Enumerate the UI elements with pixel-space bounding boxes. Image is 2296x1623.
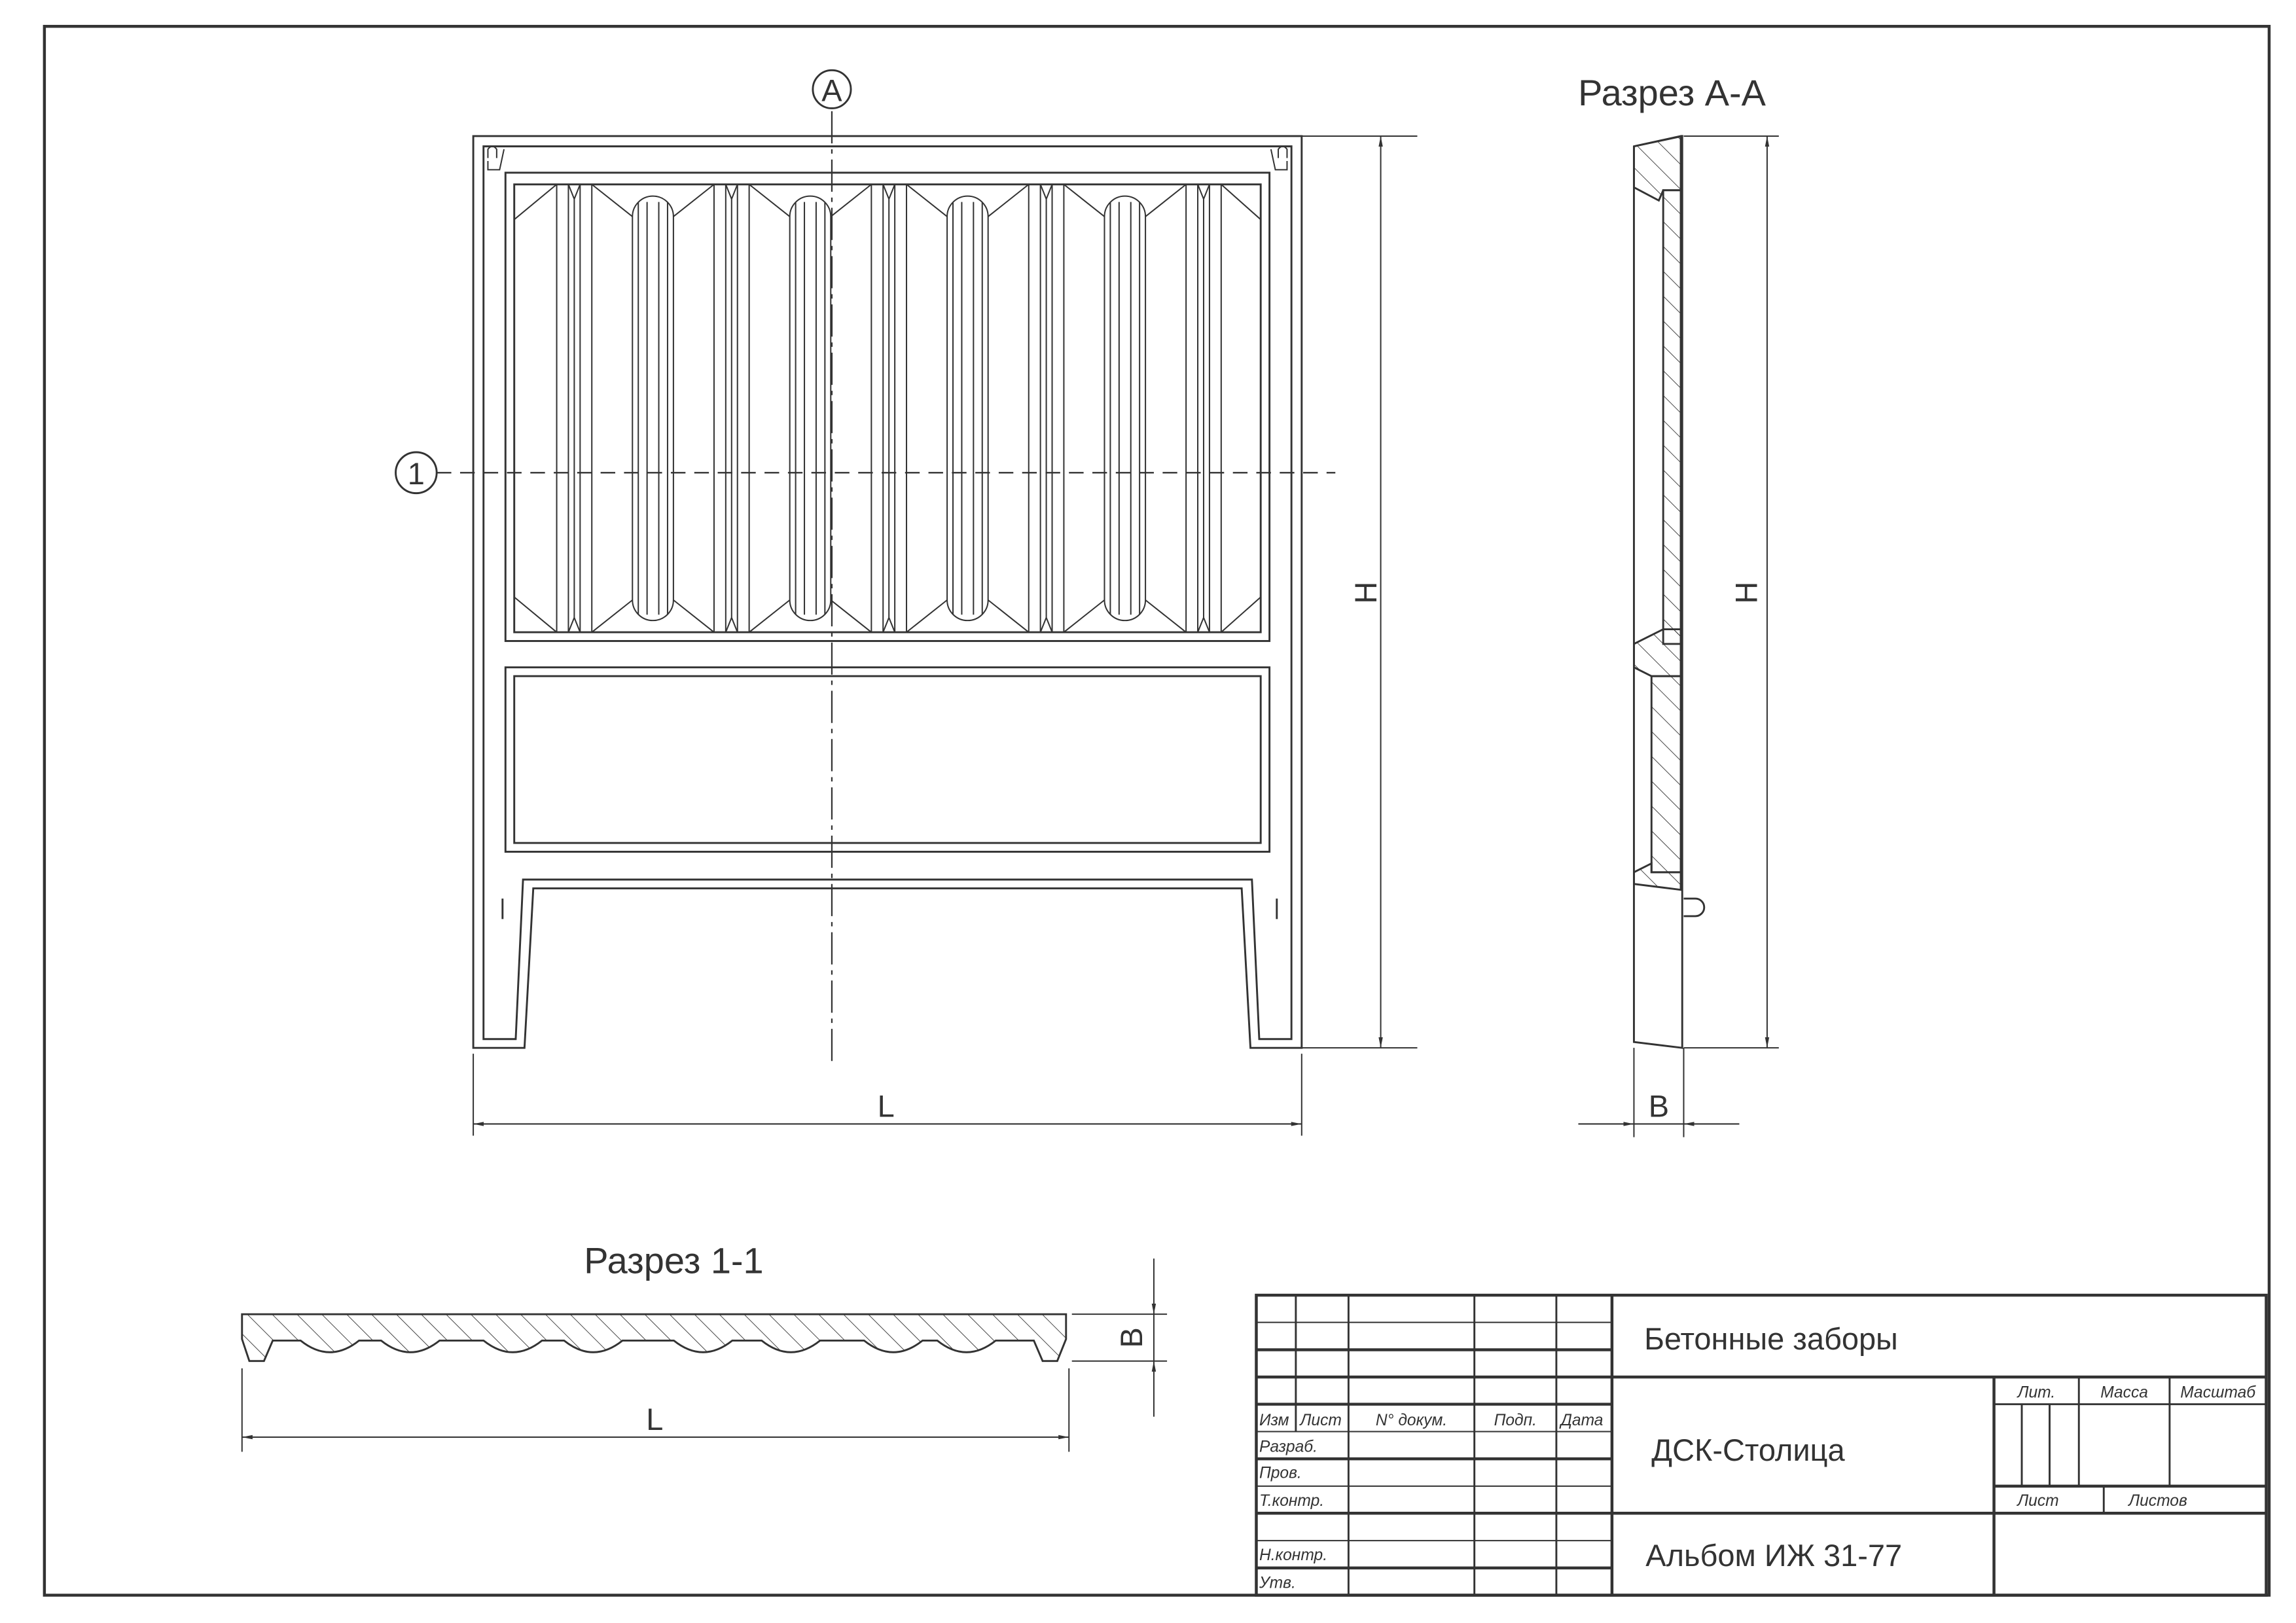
fence-front-view: A 1 H L [395, 69, 1418, 1136]
section-aa-flange [1632, 628, 1682, 677]
axis-1-marker [395, 451, 438, 495]
label-lit: Лит. [2017, 1384, 2056, 1402]
section-aa-outline [1632, 135, 1683, 1049]
post-v-groove [1197, 184, 1210, 633]
title-block-document: Альбом ИЖ 31-77 [1645, 1538, 1902, 1573]
role-approved: Утв. [1259, 1574, 1296, 1592]
middle-panel-frame [504, 666, 1271, 853]
label-sheets: Листов [2127, 1492, 2187, 1510]
edge-diagonal-right [1221, 184, 1261, 633]
rib-diagonal [906, 183, 1030, 633]
role-norm-control: Н.контр. [1259, 1546, 1327, 1564]
section-aa-loop [1683, 897, 1706, 918]
section-11-title: Разрез 1-1 [584, 1240, 763, 1281]
dimension-h2-label: H [1729, 582, 1763, 604]
rib-diagonal [748, 183, 872, 633]
label-sheet: Лист [2016, 1492, 2058, 1510]
axis-1-label: 1 [408, 456, 425, 491]
section-a-a: Разрез А-А H B [1578, 72, 1779, 1137]
section-aa-web [1662, 189, 1682, 645]
header-date: Дата [1559, 1412, 1604, 1429]
header-izm: Изм [1259, 1412, 1289, 1429]
dimension-h-label: H [1348, 582, 1383, 604]
hook-left [487, 145, 505, 171]
header-list: Лист [1299, 1412, 1342, 1429]
dimension-b2-label: B [1114, 1327, 1149, 1347]
axis-a-marker [812, 69, 852, 109]
edge-diagonal-left [514, 183, 558, 633]
dimension-l-label: L [878, 1088, 895, 1123]
fence-outline [472, 135, 1303, 1049]
axis-a-label: A [821, 73, 842, 107]
title-block-title: Бетонные заборы [1644, 1321, 1898, 1356]
decorative-pattern [514, 183, 1261, 633]
header-sign: Подп. [1494, 1412, 1537, 1429]
title-block: Бетонные заборы ДСК-Столица Альбом ИЖ 31… [1255, 1293, 2268, 1597]
section-1-1: Разрез 1-1 L B [241, 1240, 1168, 1452]
rib-diagonal [1063, 183, 1187, 633]
section-11-profile [241, 1313, 1067, 1363]
post-v-groove [567, 184, 581, 633]
title-block-organization: ДСК-Столица [1651, 1433, 1845, 1467]
middle-panel-inner [513, 675, 1262, 844]
section-aa-lower-web [1650, 675, 1682, 874]
rib-diagonal [591, 183, 715, 633]
upper-panel-inner [513, 183, 1262, 633]
fence-inner-outline [482, 145, 1293, 1041]
dimension-b-label: B [1649, 1088, 1669, 1123]
role-checked: Пров. [1259, 1465, 1302, 1482]
sheet-frame [43, 25, 2271, 1597]
role-tech-control: Т.контр. [1259, 1492, 1324, 1510]
section-aa-title: Разрез А-А [1578, 72, 1766, 113]
label-mass: Масса [2100, 1384, 2148, 1402]
upper-panel-frame [504, 171, 1271, 642]
dimension-l2-label: L [646, 1402, 663, 1436]
label-scale: Масштаб [2180, 1384, 2256, 1402]
post-v-groove [882, 184, 896, 633]
header-doc-no: N° докум. [1376, 1412, 1447, 1429]
post-v-groove [725, 184, 738, 633]
post-v-groove [1039, 184, 1053, 633]
role-developed: Разраб. [1259, 1438, 1318, 1455]
hook-right [1270, 145, 1288, 171]
